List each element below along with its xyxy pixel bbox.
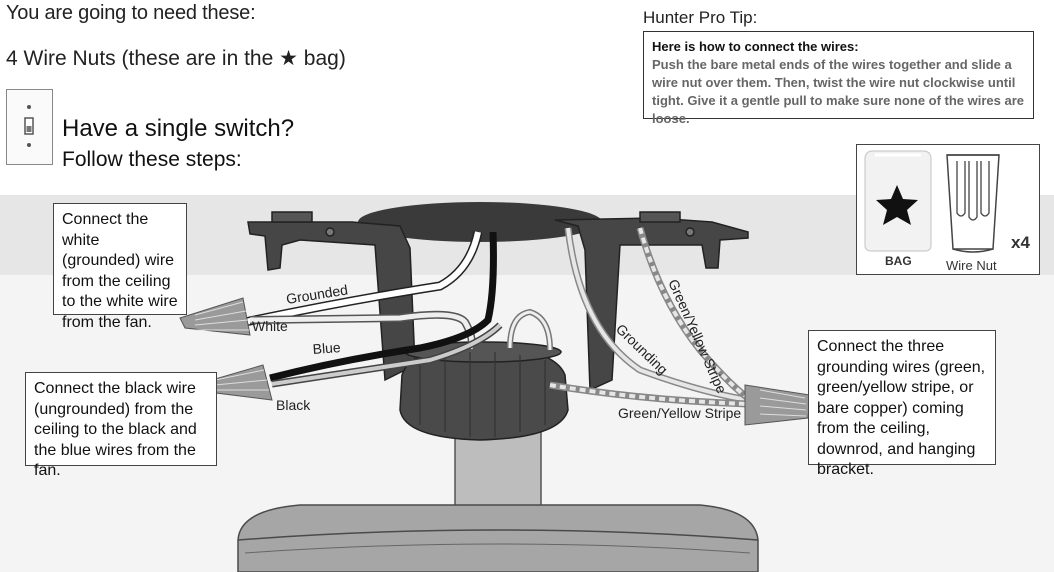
bag-label: BAG (885, 254, 912, 268)
follow-steps: Follow these steps: (62, 148, 242, 171)
quantity-label: x4 (1011, 233, 1030, 252)
bag-word: bag) (303, 47, 346, 70)
pro-tip-body: Push the bare metal ends of the wires to… (652, 57, 1025, 126)
label-white: White (252, 318, 288, 334)
callout-black: Connect the black wire (ungrounded) from… (25, 372, 217, 479)
parts-panel (856, 144, 1040, 275)
pro-tip-title: Hunter Pro Tip: (643, 8, 758, 27)
label-blue: Blue (312, 339, 341, 357)
wire-nuts-text: 4 Wire Nuts (these are in the (6, 47, 274, 70)
wire-nuts-line: 4 Wire Nuts (these are in the ★ bag) (6, 46, 346, 71)
callout-white: Connect the white (grounded) wire from t… (53, 203, 187, 331)
bag-icon (864, 150, 932, 252)
light-switch-icon (6, 89, 53, 165)
star-icon: ★ (279, 47, 298, 70)
motor-housing (237, 504, 759, 572)
pro-tip-box: Here is how to connect the wires: Push t… (643, 31, 1034, 126)
label-black: Black (276, 397, 311, 413)
need-title: You are going to need these: (6, 2, 256, 24)
star-icon (876, 185, 918, 225)
single-switch-question: Have a single switch? (62, 115, 295, 142)
wire-nut-ground (744, 384, 811, 426)
label-gy-stripe-horizontal: Green/Yellow Stripe (618, 405, 741, 421)
label-gy-stripe-vertical: Green/Yellow Stripe (665, 277, 730, 396)
pro-tip-heading: Here is how to connect the wires: (652, 39, 859, 54)
callout-ground: Connect the three grounding wires (green… (808, 330, 996, 478)
wire-nut-label: Wire Nut (946, 258, 997, 273)
ball-mount (399, 341, 569, 441)
ceiling-canopy (358, 202, 602, 242)
wire-nut-icon (946, 154, 1000, 253)
wire-nut-white (179, 297, 251, 336)
